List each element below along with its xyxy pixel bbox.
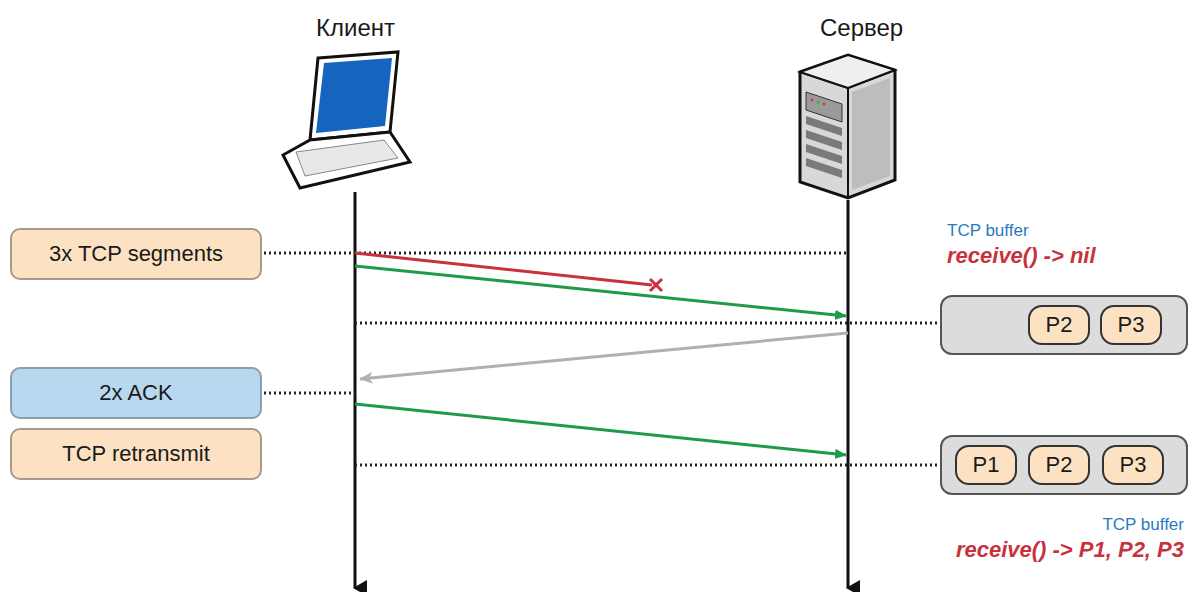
packet-label: P3 — [1120, 452, 1147, 478]
process-box: 3x TCP segments — [10, 228, 262, 280]
server-lifeline — [847, 200, 850, 588]
server-icon — [800, 55, 895, 198]
packet-pill: P2 — [1028, 445, 1090, 485]
packet-label: P2 — [1046, 312, 1073, 338]
receive-result: receive() -> nil — [947, 243, 1096, 269]
client-lifeline — [354, 192, 357, 588]
packet-label: P3 — [1118, 312, 1145, 338]
dotted-guides — [264, 253, 938, 465]
process-box: TCP retransmit — [10, 428, 262, 480]
packet-pill: P1 — [955, 445, 1017, 485]
step-label: TCP retransmit — [62, 441, 210, 467]
ack-arrow — [360, 333, 848, 379]
step-label: 3x TCP segments — [49, 241, 223, 267]
laptop-icon — [283, 52, 410, 188]
buffer-box: TCP bufferreceive() -> nilP2P3 — [940, 295, 1188, 355]
server-heading: Сервер — [820, 14, 903, 42]
packet-label: P2 — [1046, 452, 1073, 478]
client-heading: Клиент — [316, 14, 395, 42]
retransmit-arrow — [355, 404, 846, 455]
buffer-heading: TCP buffer — [1102, 515, 1184, 535]
buffer-box: TCP bufferreceive() -> P1, P2, P3P1P2P3 — [940, 435, 1188, 495]
packet-pill: P3 — [1100, 305, 1162, 345]
packet-pill: P3 — [1102, 445, 1164, 485]
buffer-heading: TCP buffer — [947, 221, 1029, 241]
ack-box: 2x ACK — [10, 367, 262, 419]
loss-mark — [650, 279, 662, 291]
packet-label: P1 — [973, 452, 1000, 478]
packet-pill: P2 — [1028, 305, 1090, 345]
step-label: 2x ACK — [99, 380, 172, 406]
segment-arrow — [355, 266, 846, 316]
receive-result: receive() -> P1, P2, P3 — [956, 537, 1184, 563]
